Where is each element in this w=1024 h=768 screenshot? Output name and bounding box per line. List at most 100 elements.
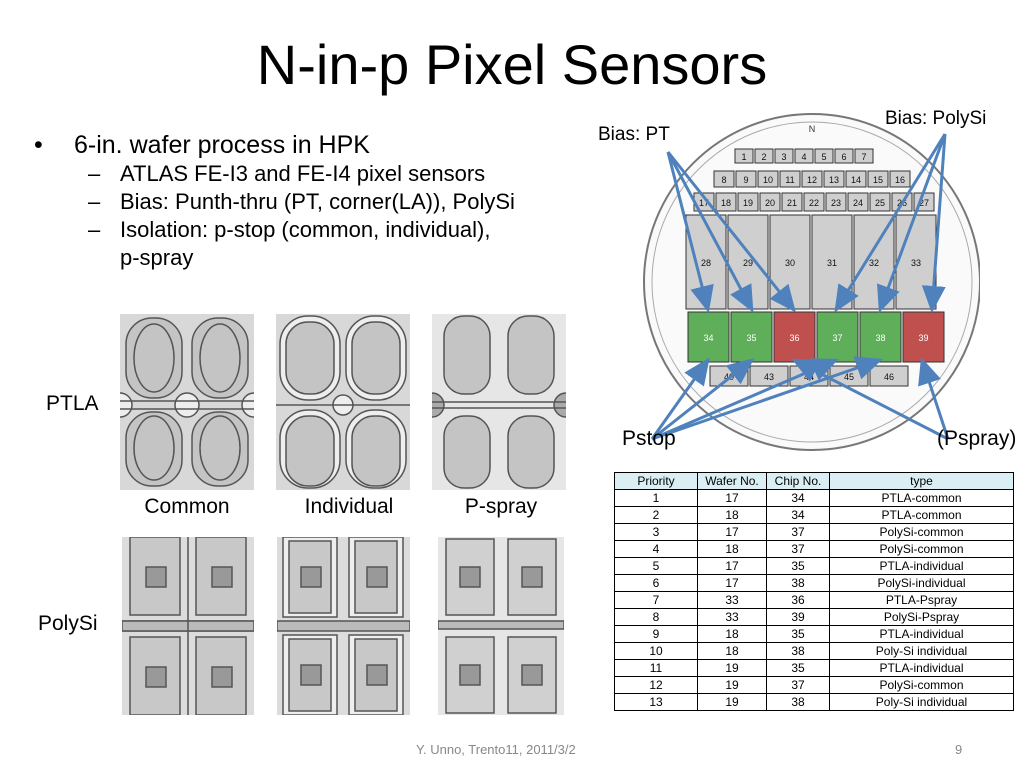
cell-priority: 10 (614, 642, 698, 660)
cell-wafer-no: 17 (697, 557, 767, 575)
chip-label: 1 (741, 152, 746, 162)
callout-arrow (877, 133, 947, 313)
chip-label: 11 (785, 175, 794, 185)
chip-label: 9 (743, 175, 748, 185)
header-type: type (829, 472, 1014, 490)
chip-label: 14 (851, 175, 861, 185)
chip-label: 2 (761, 152, 766, 162)
cell-priority: 9 (614, 625, 698, 643)
callout-arrow (921, 133, 947, 313)
callout-arrow (651, 356, 883, 441)
cell-type: PTLA-individual (829, 625, 1014, 643)
chip-cell (902, 311, 945, 363)
slide-title: N-in-p Pixel Sensors (256, 33, 768, 96)
chip-label: 6 (841, 152, 846, 162)
cell-type: PolySi-common (829, 676, 1014, 694)
chip-cell (757, 170, 779, 188)
chip-label: 7 (861, 152, 866, 162)
chip-cell (803, 192, 825, 212)
bullet-main: • 6-in. wafer process in HPK (34, 130, 594, 160)
callout-arrow (666, 151, 796, 313)
cell-type: PTLA-Pspray (829, 591, 1014, 609)
chip-label: 38 (875, 333, 885, 343)
cell-wafer-no: 18 (697, 506, 767, 524)
ptla-individual-layout-image (276, 314, 410, 490)
bullet-main-text: 6-in. wafer process in HPK (74, 131, 370, 159)
chip-cell (774, 148, 794, 164)
cell-priority: 2 (614, 506, 698, 524)
chip-cell (737, 192, 759, 212)
chip-label: 17 (699, 198, 709, 208)
chip-cell (845, 170, 867, 188)
cell-type: PTLA-common (829, 506, 1014, 524)
chip-cell (734, 148, 754, 164)
callout-arrows (650, 133, 950, 441)
chip-cell (854, 148, 874, 164)
chip-cell (754, 148, 774, 164)
chip-cell (867, 170, 889, 188)
cell-chip-no: 37 (766, 540, 830, 558)
chip-cell (825, 192, 847, 212)
chip-label: 27 (919, 198, 929, 208)
chip-label: 18 (721, 198, 731, 208)
chip-label: 33 (911, 258, 921, 268)
dash-mark: – (88, 161, 101, 186)
caption-pspray: P-spray (464, 495, 538, 518)
callout-bias-pt: Bias: PT (598, 124, 670, 145)
cell-chip-no: 34 (766, 506, 830, 524)
bullet-sub-2: – Bias: Punth-thru (PT, corner(LA)), Pol… (34, 188, 594, 216)
cell-wafer-no: 33 (697, 591, 767, 609)
chip-label: 29 (743, 258, 753, 268)
cell-chip-no: 37 (766, 676, 830, 694)
chip-label: 39 (918, 333, 928, 343)
callout-arrow (651, 358, 755, 441)
chip-cell (715, 192, 737, 212)
chip-cell (814, 148, 834, 164)
row-label-polysi: PolySi (38, 612, 98, 635)
cell-wafer-no: 17 (697, 574, 767, 592)
caption-individual: Individual (304, 495, 394, 518)
cell-chip-no: 34 (766, 489, 830, 507)
ptla-pspray-layout-image (432, 314, 566, 490)
chip-cell (823, 170, 845, 188)
bullet-sub-3: – Isolation: p-stop (common, individual)… (34, 216, 594, 244)
cell-chip-no: 36 (766, 591, 830, 609)
cell-chip-no: 35 (766, 659, 830, 677)
dash-mark: – (88, 217, 101, 242)
cell-chip-no: 38 (766, 693, 830, 711)
chip-cell (735, 170, 757, 188)
cell-type: PolySi-common (829, 523, 1014, 541)
chip-label: 35 (746, 333, 756, 343)
chip-label: 32 (869, 258, 879, 268)
callout-pstop: Pstop (622, 427, 676, 450)
chip-label: 10 (763, 175, 773, 185)
chip-label: 24 (853, 198, 863, 208)
chip-label: 28 (701, 258, 711, 268)
cell-priority: 4 (614, 540, 698, 558)
cell-chip-no: 35 (766, 557, 830, 575)
polysi-pspray-layout-image (438, 537, 564, 715)
chip-label: 19 (743, 198, 753, 208)
header-wafer-no: Wafer No. (697, 472, 767, 490)
chip-label: 36 (789, 333, 799, 343)
bullet-sub-2-text: Bias: Punth-thru (PT, corner(LA)), PolyS… (120, 189, 515, 214)
ptla-common-layout-image (120, 314, 254, 490)
header-priority: Priority (614, 472, 698, 490)
cell-type: PolySi-individual (829, 574, 1014, 592)
cell-wafer-no: 33 (697, 608, 767, 626)
polysi-individual-layout-image (277, 537, 410, 715)
cell-type: PolySi-Pspray (829, 608, 1014, 626)
cell-wafer-no: 17 (697, 523, 767, 541)
dash-mark: – (88, 189, 101, 214)
